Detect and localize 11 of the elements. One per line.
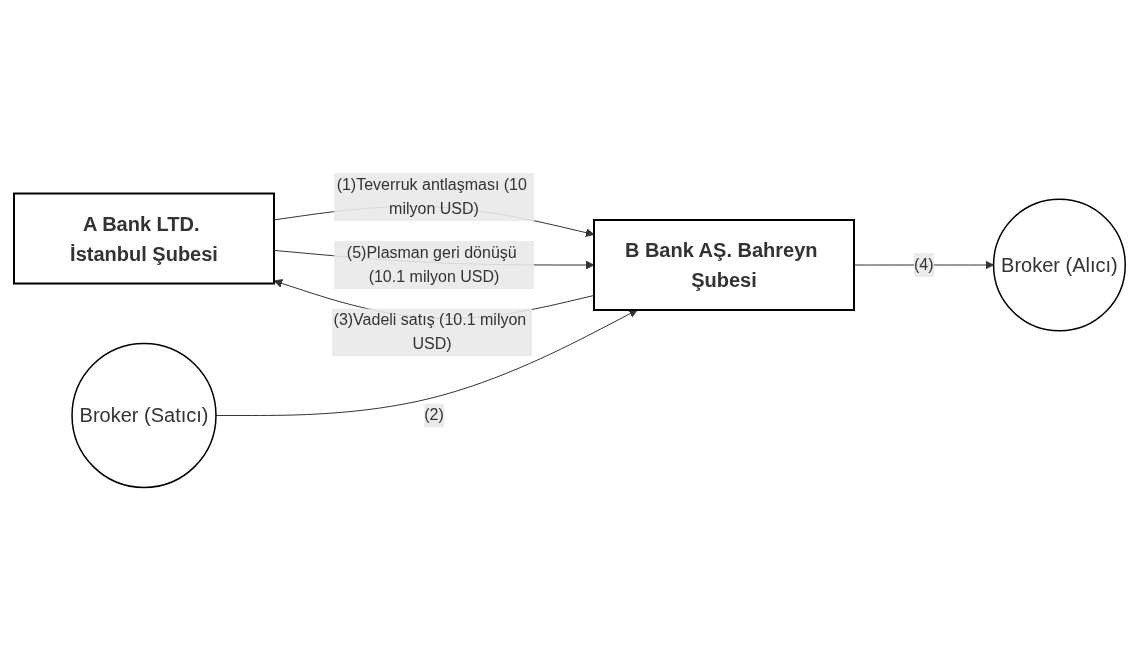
arrow xyxy=(853,260,994,270)
node-circle: Broker (Alıcı) xyxy=(992,198,1126,332)
edge-label: (5)Plasman geri dönüşü (10.1 milyon USD) xyxy=(346,244,517,286)
edge-label: (1)Teverruk antlaşması (10 milyon USD) xyxy=(336,176,527,218)
edge-label: (2) xyxy=(424,406,444,424)
node-box: B Bank AŞ. Bahreyn Şubesi xyxy=(592,219,855,312)
node-circle: Broker (Satıcı) xyxy=(71,343,217,489)
arrow xyxy=(215,309,638,417)
edge-label: (3)Vadeli satış (10.1 milyon USD) xyxy=(333,311,527,353)
node-box: A Bank LTD. İstanbul Şubesi xyxy=(12,192,275,285)
edge-label: (4) xyxy=(913,256,934,274)
